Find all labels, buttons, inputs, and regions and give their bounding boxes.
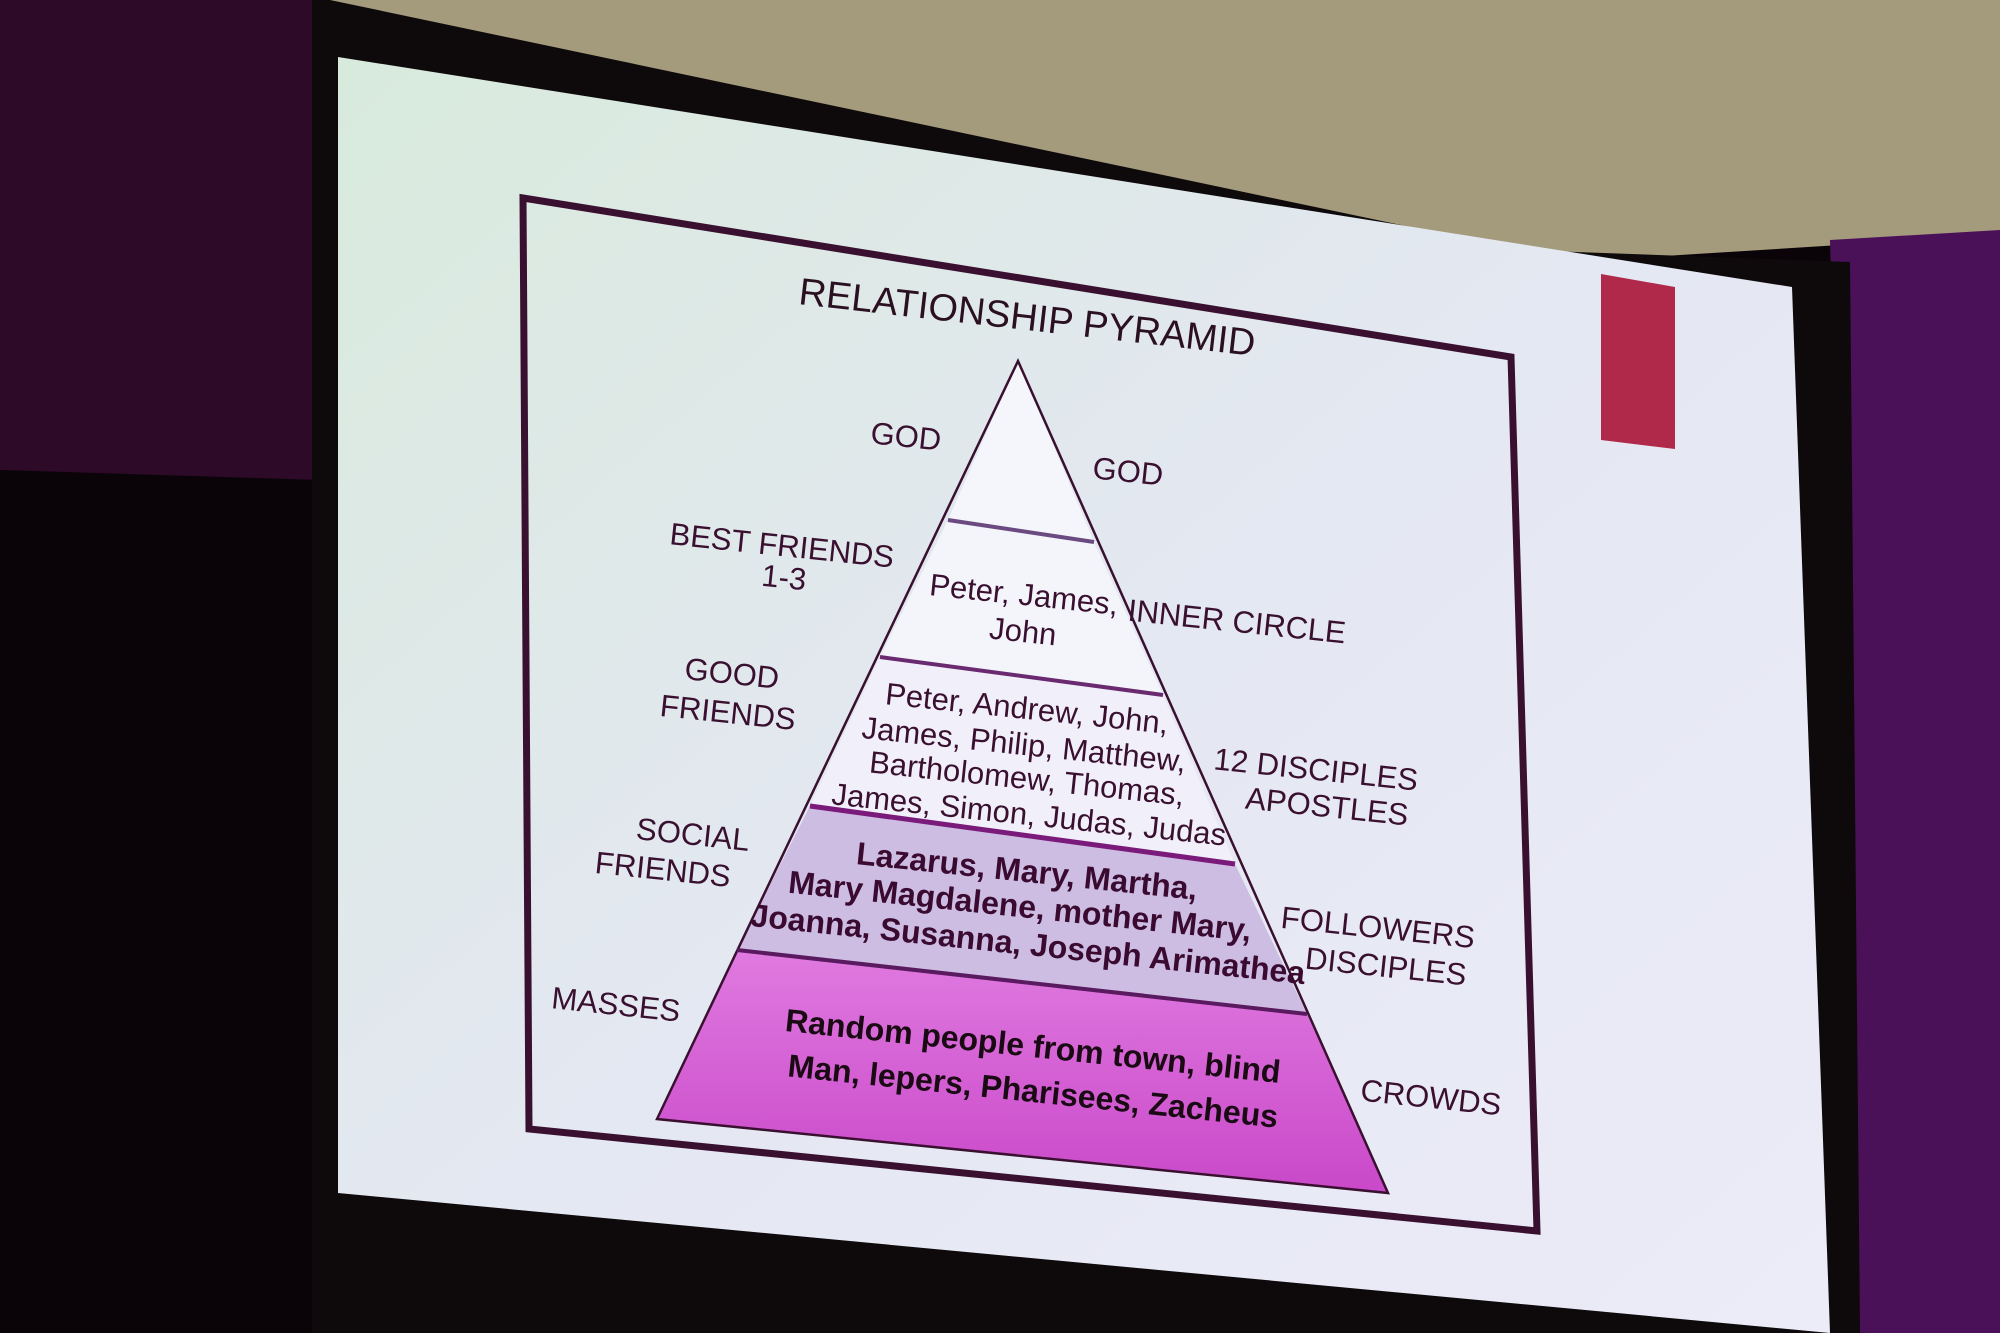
left-label-god: GOD: [869, 415, 943, 457]
tier-followers: [737, 806, 1307, 1014]
slide-border: [519, 193, 1541, 1235]
tier-masses: [657, 950, 1388, 1193]
ceiling-wall: [320, 0, 2000, 265]
tier-god: [948, 361, 1094, 542]
accent-tab: [1601, 274, 1675, 449]
right-label-god: GOD: [1091, 450, 1165, 492]
tier-inner-circle-line: John: [988, 611, 1059, 653]
tier-apostles: [810, 657, 1235, 864]
wall-left: [0, 0, 320, 480]
left-label-best-friends-count: 1-3: [760, 558, 808, 597]
tier-inner-circle: [880, 520, 1163, 695]
curtain-right: [1830, 230, 2000, 1333]
pyramid-outline: [655, 358, 1391, 1195]
